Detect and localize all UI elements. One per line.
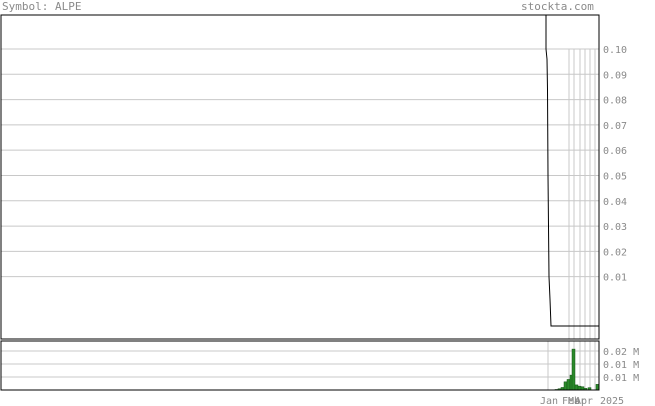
x-tick-label: Mar <box>568 396 586 406</box>
symbol-label: Symbol: ALPE <box>2 0 82 13</box>
volume-tick-label: 0.01 M <box>603 360 639 371</box>
x-tick-label: Feb <box>562 396 580 406</box>
price-tick-label: 0.04 <box>603 197 627 208</box>
price-tick-label: 0.10 <box>603 45 627 56</box>
price-tick-label: 0.06 <box>603 146 627 157</box>
x-tick-label: 2025 <box>600 396 624 406</box>
price-panel-frame <box>0 14 600 340</box>
price-line <box>545 15 599 327</box>
volume-bar <box>577 385 582 391</box>
x-tick-label: Jan <box>540 396 558 406</box>
volume-axis-ticks: 0.02 M 0.01 M 0.01 M <box>603 347 639 384</box>
volume-grid <box>1 341 599 390</box>
price-tick-label: 0.01 <box>603 273 627 284</box>
price-tick-label: 0.03 <box>603 222 627 233</box>
volume-tick-label: 0.02 M <box>603 347 639 358</box>
price-grid <box>1 48 599 278</box>
volume-bar <box>566 379 571 391</box>
volume-bar <box>563 381 568 391</box>
volume-bar <box>571 348 576 391</box>
site-label: stockta.com <box>521 0 594 13</box>
price-tick-label: 0.08 <box>603 96 627 107</box>
price-axis-ticks: 0.10 0.09 0.08 0.07 0.06 0.05 0.04 0.03 0.02 0.01 <box>603 45 627 284</box>
x-tick-label: Apr <box>575 396 593 406</box>
volume-bar <box>574 384 579 391</box>
price-tick-label: 0.09 <box>603 70 627 81</box>
price-tick-label: 0.05 <box>603 171 627 182</box>
volume-tick-label: 0.01 M <box>603 373 639 384</box>
volume-panel-frame <box>0 340 600 391</box>
volume-bars <box>554 348 600 391</box>
price-tick-label: 0.02 <box>603 247 627 258</box>
price-tick-label: 0.07 <box>603 121 627 132</box>
price-vertical-grid <box>568 49 596 339</box>
